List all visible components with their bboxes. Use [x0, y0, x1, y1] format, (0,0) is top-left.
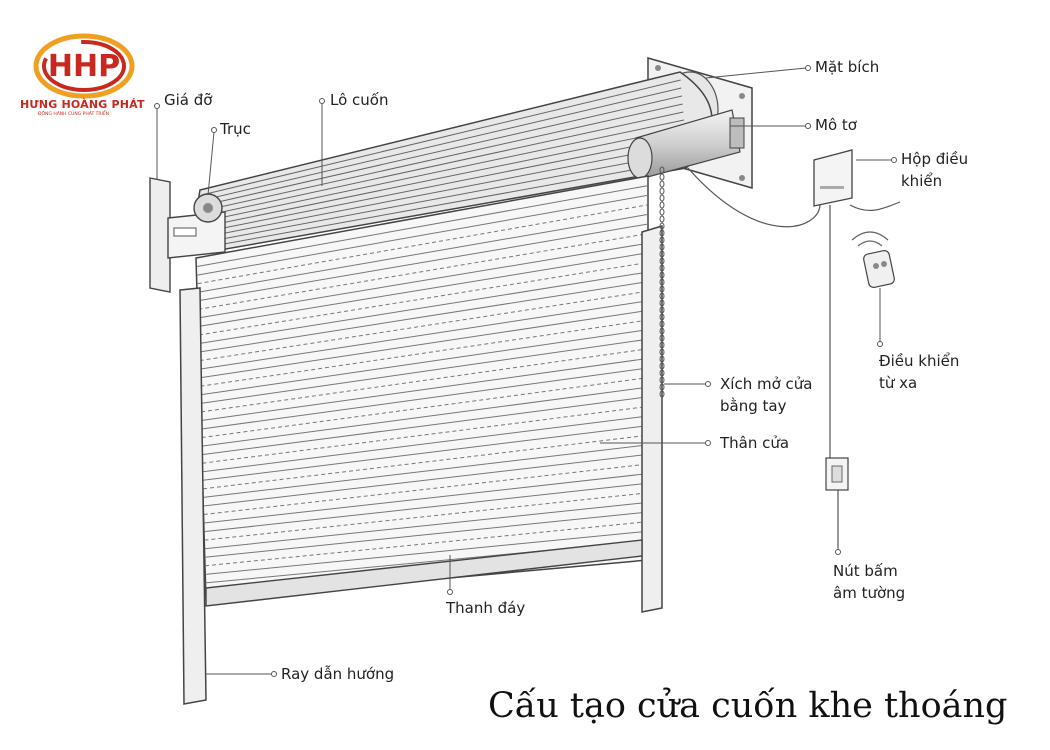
power-cable	[687, 167, 821, 228]
wall-switch	[825, 457, 849, 491]
label-mat-bich: Mặt bích	[815, 58, 880, 76]
leader-dots	[154, 65, 897, 677]
label-hop-dieu-khien-line1: Hộp điều	[901, 150, 969, 168]
label-dieu-khien-tu-xa-line1: Điều khiển	[879, 352, 960, 370]
label-xich-line1: Xích mở cửa	[720, 375, 813, 393]
company-logo: HHP	[33, 33, 135, 99]
label-dieu-khien-tu-xa-line2: từ xa	[879, 374, 918, 392]
door-curtain	[195, 175, 649, 601]
label-xich-line2: bằng tay	[720, 397, 787, 415]
leader-lines	[156, 67, 892, 675]
guide-rails	[179, 224, 663, 705]
wall-switch-cable	[829, 205, 839, 548]
label-nut-bam-line2: âm tường	[833, 584, 906, 602]
label-lo-cuon: Lô cuốn	[330, 91, 389, 109]
label-thanh-day: Thanh đáy	[446, 599, 526, 617]
label-hop-dieu-khien-line2: khiển	[901, 172, 943, 190]
remote-control	[851, 231, 895, 289]
logo-monogram: HHP	[48, 49, 120, 84]
label-nut-bam-line1: Nút bấm	[833, 562, 898, 580]
label-ray-dan-huong: Ray dẫn hướng	[281, 665, 395, 683]
plug-cable	[849, 201, 901, 212]
label-truc: Trục	[220, 120, 251, 138]
label-gia-do: Giá đỡ	[164, 91, 213, 109]
manual-chain	[659, 166, 665, 398]
control-box	[813, 149, 853, 207]
bottom-bar	[205, 539, 643, 607]
logo-tagline: ĐỒNG HÀNH CÙNG PHÁT TRIỂN	[38, 112, 110, 117]
label-mo-to: Mô tơ	[815, 116, 857, 134]
logo-brand-name: HƯNG HOÀNG PHÁT	[20, 98, 145, 111]
diagram-caption: Cấu tạo cửa cuốn khe thoáng	[488, 686, 1008, 726]
label-than-cua: Thân cửa	[720, 434, 790, 452]
